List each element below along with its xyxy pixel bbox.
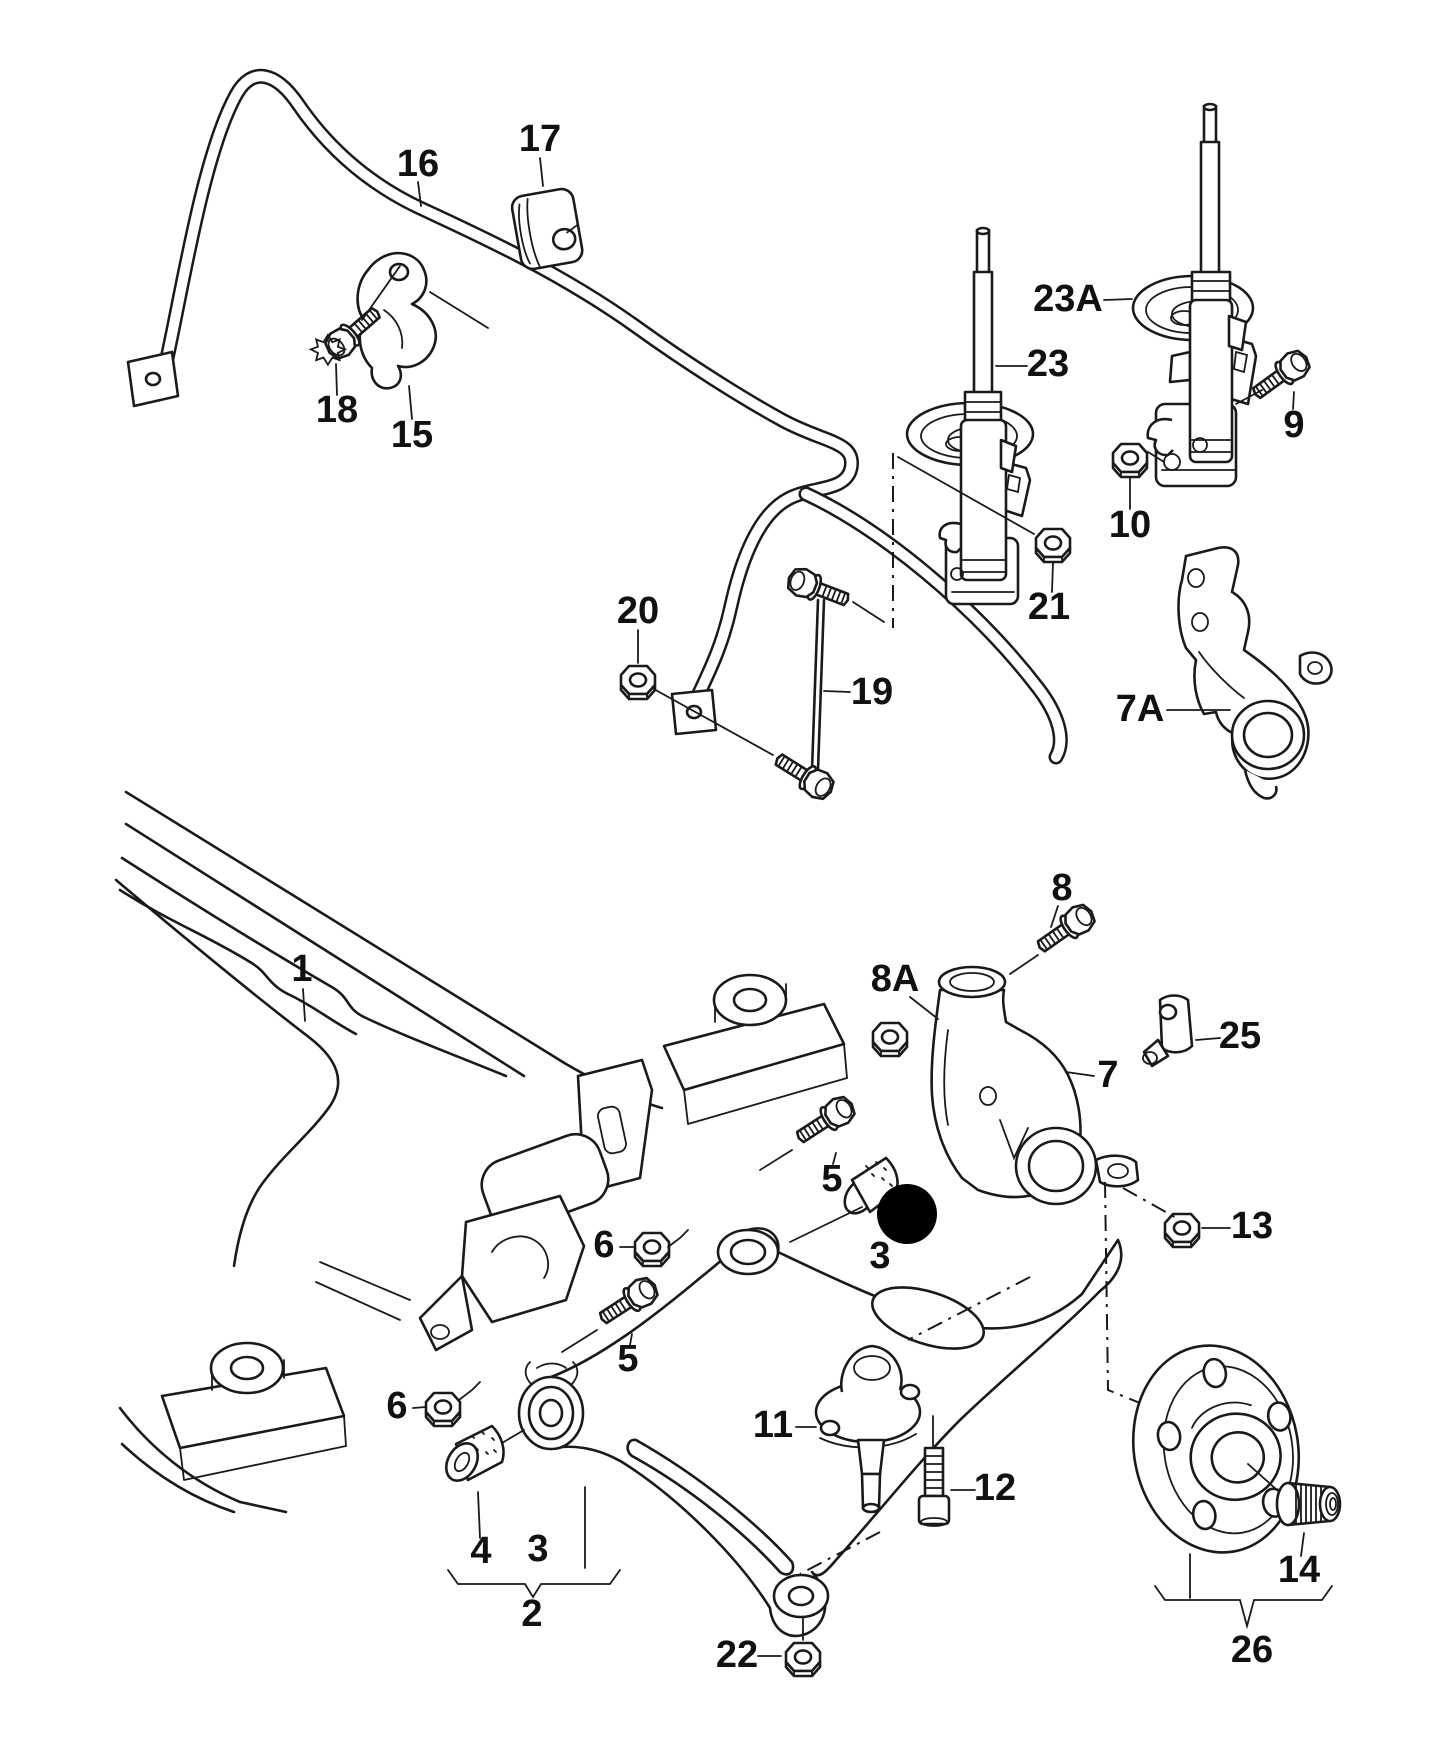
- link-nut-20: [619, 664, 657, 701]
- callout-3a: 3: [869, 1235, 890, 1277]
- control-arm: [519, 1228, 1121, 1636]
- callout-leader-lines: [303, 158, 1294, 1656]
- stabilizer-bushing: [510, 187, 584, 271]
- callout-9: 9: [1283, 404, 1304, 446]
- subframe-right-mount: [474, 975, 847, 1237]
- callout-16: 16: [397, 143, 439, 185]
- callout-14: 14: [1278, 1549, 1320, 1591]
- knuckle-nut-13: [1163, 1212, 1201, 1249]
- callout-8A: 8A: [871, 958, 920, 1000]
- stabilizer-bar: [128, 76, 1060, 757]
- ball-joint-bolt-12: [919, 1416, 949, 1526]
- strut-right: [1133, 104, 1256, 486]
- wheel-bearing-housing-7: [932, 967, 1138, 1204]
- arm-nut-22: [784, 1641, 822, 1678]
- callout-7A: 7A: [1116, 688, 1165, 730]
- callout-6b: 6: [386, 1385, 407, 1427]
- callout-6a: 6: [593, 1224, 614, 1266]
- callout-13: 13: [1231, 1205, 1273, 1247]
- callout-5a: 5: [821, 1158, 842, 1200]
- subframe-nut-6-lower: [424, 1391, 462, 1428]
- callout-labels: 16 17 15 18 23 23A 9 10 21 19 20 7A 1 8 …: [291, 118, 1320, 1676]
- stabilizer-clamp: [358, 253, 436, 388]
- balljoint-axis-lower: [800, 1532, 880, 1574]
- strut-left: [907, 228, 1033, 604]
- knuckle-nut-8A: [871, 1021, 909, 1058]
- callout-22: 22: [716, 1634, 758, 1676]
- subframe-nut-6-upper: [633, 1231, 671, 1268]
- hub-axis-line: [1105, 1182, 1140, 1403]
- callout-7: 7: [1097, 1054, 1118, 1096]
- callout-2: 2: [521, 1593, 542, 1635]
- callout-23A: 23A: [1033, 278, 1103, 320]
- stabilizer-link: [768, 563, 855, 806]
- nut13-axis: [1123, 1188, 1180, 1220]
- ball-joint: [816, 1346, 920, 1512]
- callout-10: 10: [1109, 504, 1151, 546]
- callout-8: 8: [1051, 867, 1072, 909]
- group-brace-2: [448, 1487, 620, 1597]
- control-arm-bushing-4: [440, 1426, 504, 1486]
- wheel-hub: [1117, 1332, 1340, 1565]
- strut-nut-10: [1111, 442, 1149, 479]
- selected-part-marker: [877, 1184, 937, 1244]
- callout-26: 26: [1231, 1629, 1273, 1671]
- balljoint-axis-upper: [908, 1277, 1030, 1340]
- group-brace-26: [1155, 1533, 1332, 1626]
- callout-4: 4: [470, 1530, 491, 1572]
- callout-25: 25: [1219, 1015, 1261, 1057]
- callout-21: 21: [1028, 586, 1070, 628]
- callout-1: 1: [291, 948, 312, 990]
- callout-15: 15: [391, 414, 433, 456]
- retaining-clip-25: [1143, 996, 1192, 1067]
- callout-17: 17: [519, 118, 561, 160]
- bearing-nut-14: [1277, 1483, 1340, 1525]
- callout-18: 18: [316, 389, 358, 431]
- callout-20: 20: [617, 590, 659, 632]
- callout-11: 11: [753, 1404, 793, 1446]
- callout-5b: 5: [617, 1338, 638, 1380]
- strut-bolt: [1245, 344, 1316, 407]
- clamp-bolt: [311, 299, 388, 365]
- wheel-bearing-housing-7A: [1179, 547, 1332, 798]
- strut-nut-21: [1034, 527, 1072, 564]
- callout-23: 23: [1027, 343, 1069, 385]
- callout-19: 19: [851, 671, 893, 713]
- subframe: [116, 792, 847, 1512]
- subframe-stabilizer-clamp: [316, 1196, 584, 1350]
- callout-12: 12: [974, 1467, 1016, 1509]
- subframe-left-mount: [162, 1343, 346, 1480]
- subframe-bolt-5-upper: [789, 1090, 861, 1152]
- callout-3b: 3: [527, 1528, 548, 1570]
